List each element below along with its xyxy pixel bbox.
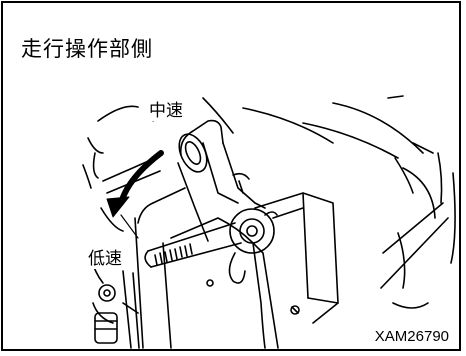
figure-code: XAM26790 <box>374 328 449 345</box>
mid-speed-label: 中速 <box>148 101 184 121</box>
lever-illustration <box>82 95 456 349</box>
figure-title: 走行操作部側 <box>21 37 153 61</box>
low-speed-label: 低速 <box>87 249 123 269</box>
figure-frame: 走行操作部側 <box>1 1 461 351</box>
